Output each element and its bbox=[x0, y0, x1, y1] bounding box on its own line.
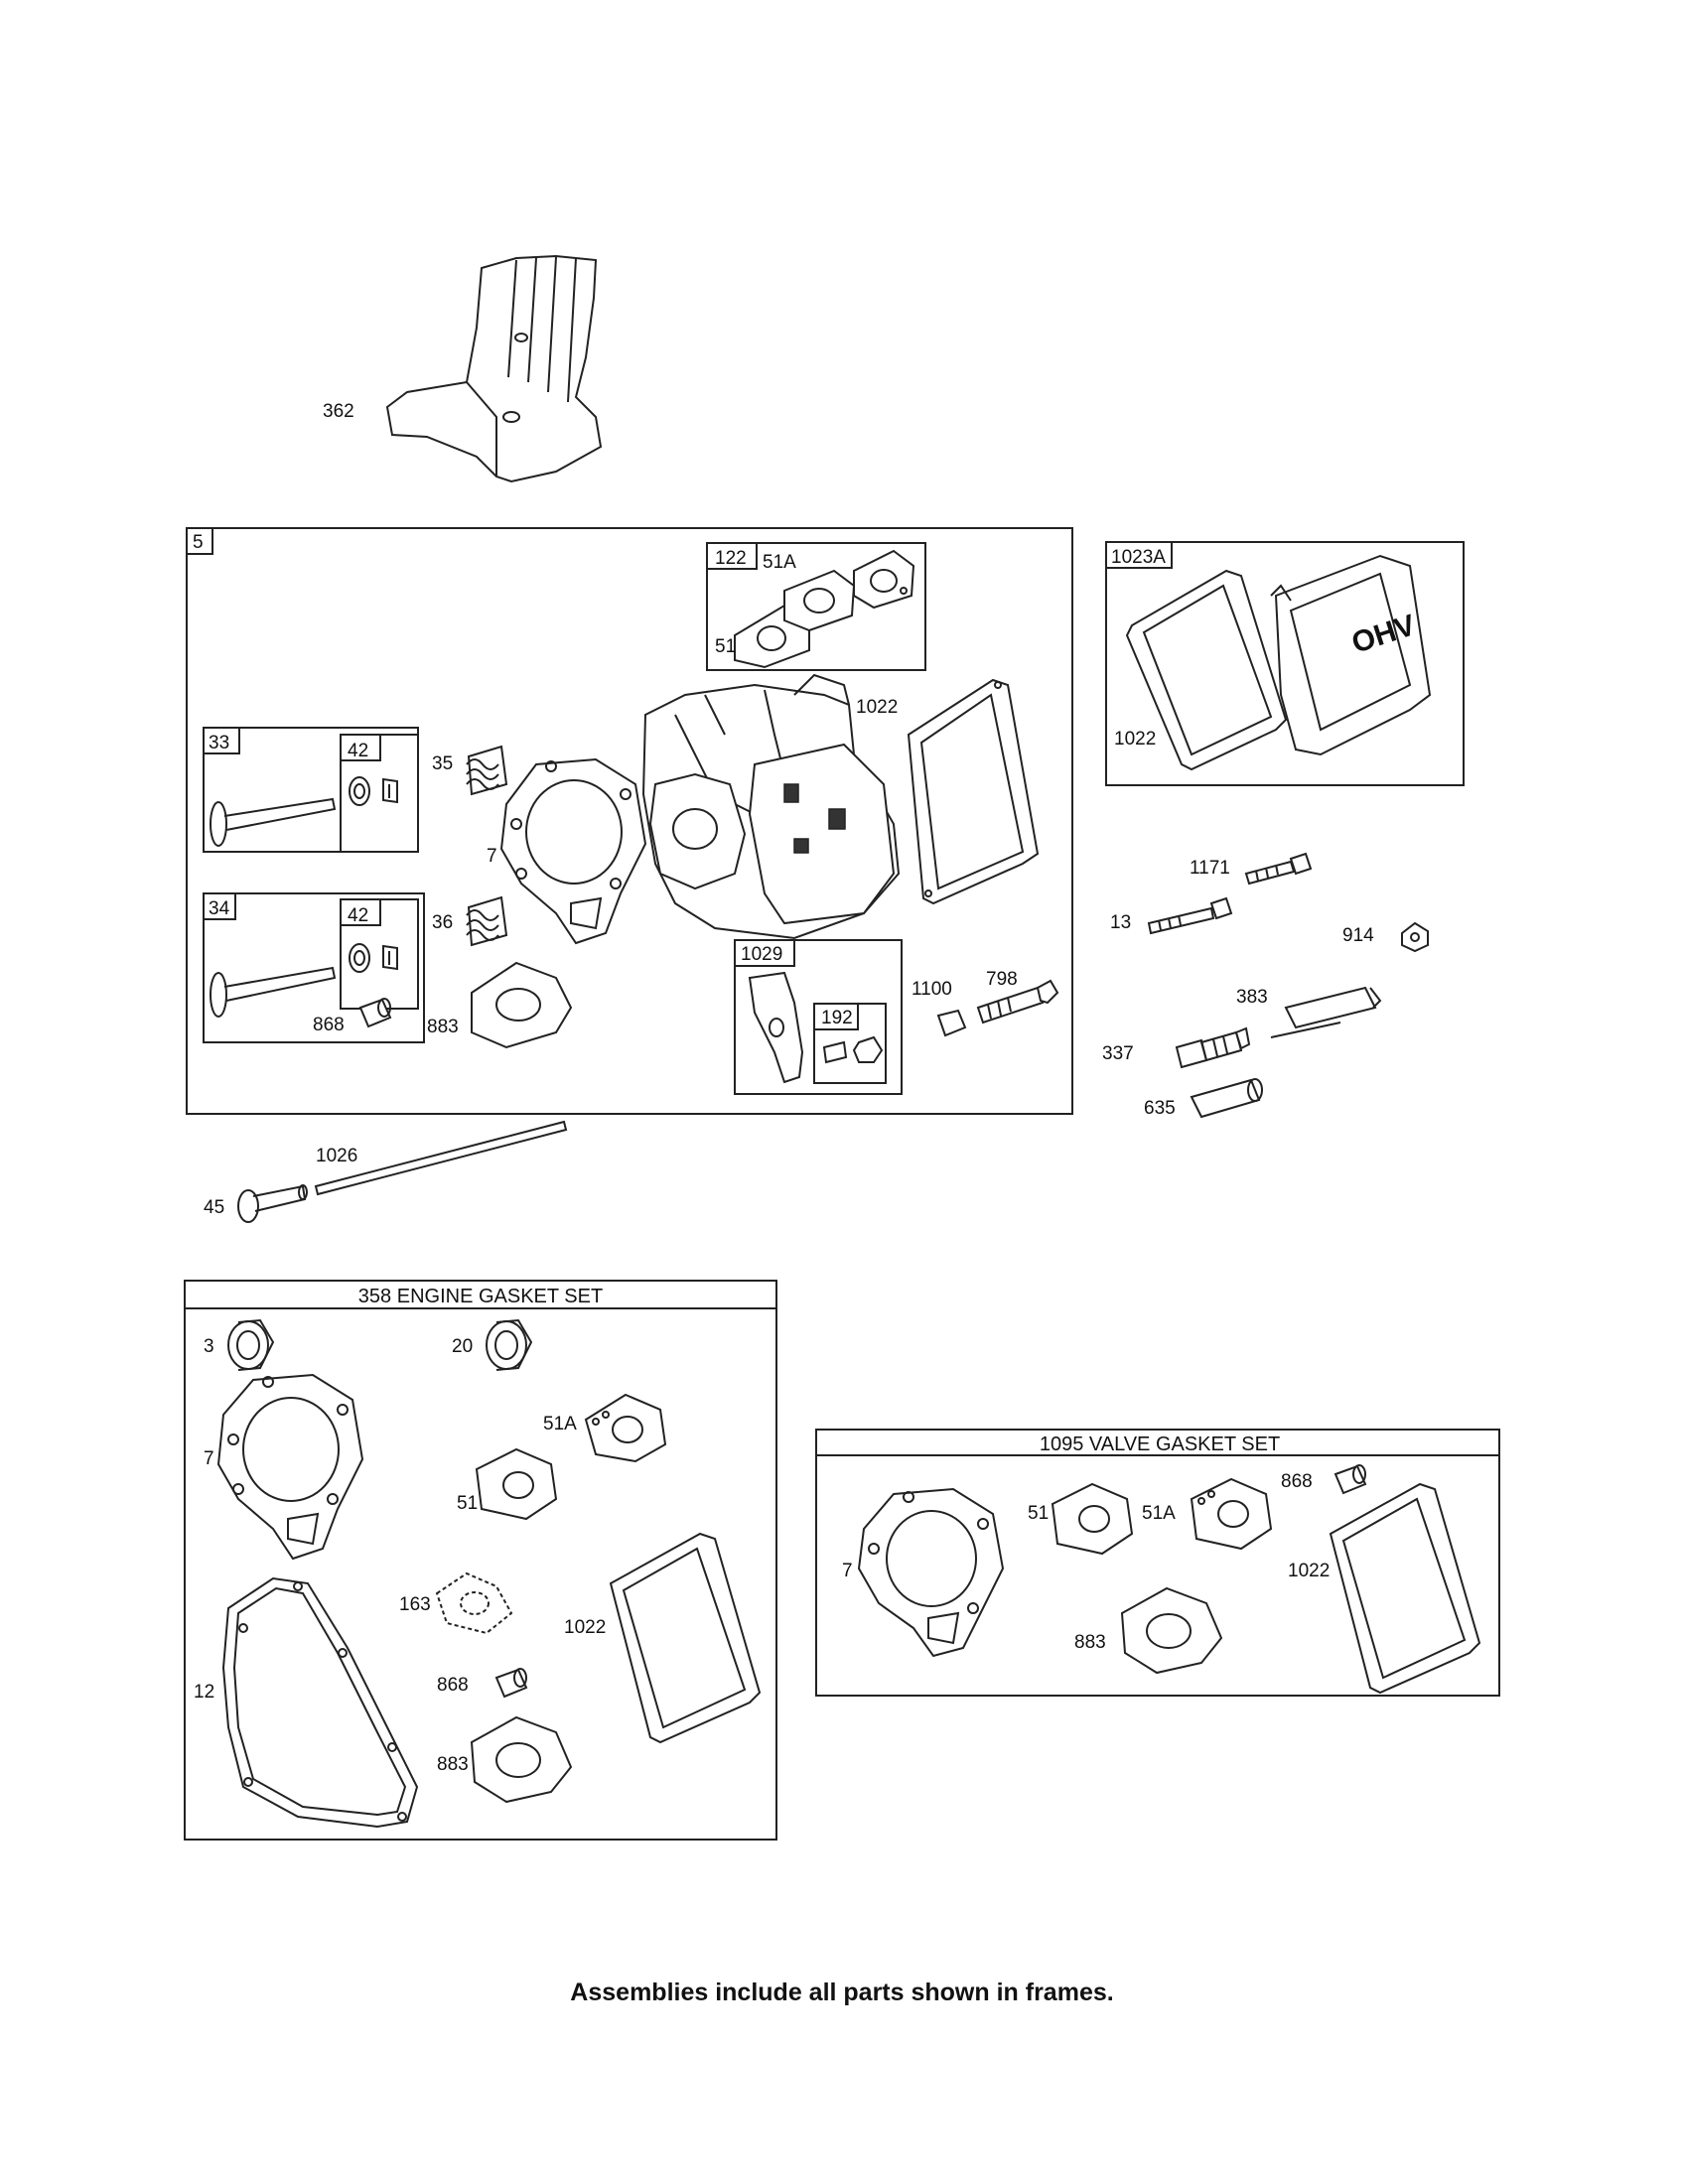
label-337: 337 bbox=[1102, 1043, 1134, 1064]
label-7-head: 7 bbox=[487, 846, 497, 867]
label-798: 798 bbox=[986, 969, 1018, 990]
label-163: 163 bbox=[399, 1594, 431, 1615]
frame-label-33: 33 bbox=[209, 733, 229, 753]
label-383: 383 bbox=[1236, 987, 1268, 1008]
frame-title-engine-gasket-set: 358 ENGINE GASKET SET bbox=[358, 1286, 603, 1307]
label-36: 36 bbox=[432, 912, 453, 933]
rocker-cover-gasket-1022-valve-set bbox=[1329, 1482, 1481, 1695]
spark-plug-wrench-383 bbox=[1270, 986, 1382, 1038]
rocker-stud-798 bbox=[976, 979, 1059, 1024]
breather-914 bbox=[1401, 921, 1429, 953]
push-rod-1026 bbox=[314, 1120, 568, 1196]
frame-label-34: 34 bbox=[209, 898, 230, 919]
frame-label-42-b: 42 bbox=[348, 905, 368, 926]
spark-plug-337 bbox=[1175, 1026, 1251, 1069]
head-gasket-7-set bbox=[216, 1373, 364, 1561]
valve-seal-635 bbox=[1190, 1078, 1263, 1119]
oil-seal-20 bbox=[486, 1318, 533, 1371]
frame-exhaust-valve bbox=[203, 727, 419, 853]
intake-gasket-51-set bbox=[475, 1447, 558, 1521]
label-35: 35 bbox=[432, 753, 453, 774]
frame-intake-gaskets bbox=[706, 542, 926, 671]
valve-tappet-45 bbox=[237, 1184, 308, 1223]
frame-label-1023A: 1023A bbox=[1111, 547, 1166, 568]
intake-gasket-51A-valve-set bbox=[1190, 1477, 1273, 1551]
label-51A-head: 51A bbox=[763, 552, 796, 573]
frame-engine-gasket-set bbox=[184, 1280, 777, 1841]
label-51-set: 51 bbox=[457, 1493, 478, 1514]
label-3: 3 bbox=[204, 1336, 214, 1357]
label-362: 362 bbox=[323, 401, 354, 422]
exhaust-valve-33 bbox=[210, 776, 398, 847]
valve-seal-868-valve-set bbox=[1333, 1464, 1367, 1495]
head-gasket-7 bbox=[499, 757, 647, 945]
push-rod-guide-1100 bbox=[936, 1009, 967, 1037]
exhaust-gasket-883-set bbox=[470, 1715, 573, 1804]
intake-gasket-51A-set bbox=[584, 1393, 667, 1463]
label-13: 13 bbox=[1110, 912, 1131, 933]
label-51A-valve-set: 51A bbox=[1142, 1503, 1176, 1524]
air-guide-362 bbox=[385, 254, 603, 483]
intake-gasket-51-valve-set bbox=[1051, 1482, 1134, 1556]
gasket-163 bbox=[435, 1571, 513, 1635]
valve-seal-868-set bbox=[494, 1668, 528, 1699]
label-1026: 1026 bbox=[316, 1146, 357, 1166]
label-7-set: 7 bbox=[204, 1448, 214, 1469]
label-20: 20 bbox=[452, 1336, 473, 1357]
frame-cylinder-head-assembly bbox=[186, 527, 1073, 1115]
intake-valve-34 bbox=[210, 943, 398, 1028]
label-1022-head: 1022 bbox=[856, 697, 898, 718]
oil-seal-3 bbox=[227, 1318, 275, 1371]
intake-gaskets-51-51A bbox=[734, 549, 915, 669]
label-868-head: 868 bbox=[313, 1015, 345, 1035]
exhaust-gasket-883 bbox=[471, 961, 573, 1049]
frame-valve-cover bbox=[1105, 541, 1465, 786]
frame-rocker-arm bbox=[734, 939, 903, 1095]
frame-label-1029: 1029 bbox=[741, 944, 782, 965]
label-51A-set: 51A bbox=[543, 1414, 577, 1434]
head-gasket-7-valve-set bbox=[857, 1487, 1005, 1658]
valve-cover-1023A bbox=[1270, 554, 1432, 756]
label-635: 635 bbox=[1144, 1098, 1176, 1119]
label-51-valve-set: 51 bbox=[1028, 1503, 1049, 1524]
rocker-cover-gasket-1022-set bbox=[609, 1532, 762, 1744]
exhaust-gasket-883-valve-set bbox=[1120, 1586, 1223, 1675]
label-1171: 1171 bbox=[1190, 858, 1230, 879]
label-1100: 1100 bbox=[912, 979, 952, 1000]
frame-label-192: 192 bbox=[821, 1008, 853, 1028]
label-883-head: 883 bbox=[427, 1017, 459, 1037]
label-51-head: 51 bbox=[715, 636, 736, 657]
valve-spring-35 bbox=[466, 745, 508, 796]
frame-label-42-a: 42 bbox=[348, 741, 368, 761]
label-1022-valve-set: 1022 bbox=[1288, 1561, 1330, 1581]
frame-label-5: 5 bbox=[193, 532, 204, 553]
cylinder-head-casting bbox=[641, 673, 901, 940]
label-883-valve-set: 883 bbox=[1074, 1632, 1106, 1653]
label-1022-cover: 1022 bbox=[1114, 729, 1156, 750]
label-868-valve-set: 868 bbox=[1281, 1471, 1313, 1492]
crankcase-gasket-12 bbox=[221, 1576, 419, 1829]
rocker-cover-gasket-1022 bbox=[907, 678, 1040, 905]
footer-note: Assemblies include all parts shown in fr… bbox=[570, 1979, 1113, 2006]
bolt-13 bbox=[1147, 896, 1233, 935]
label-883-set: 883 bbox=[437, 1754, 469, 1775]
frame-valve-gasket-set bbox=[815, 1429, 1500, 1697]
frame-title-valve-gasket-set: 1095 VALVE GASKET SET bbox=[1040, 1433, 1280, 1455]
label-12: 12 bbox=[194, 1682, 214, 1703]
valve-cover-gasket-1022 bbox=[1125, 569, 1288, 771]
label-914: 914 bbox=[1342, 925, 1374, 946]
label-45: 45 bbox=[204, 1197, 224, 1218]
label-868-set: 868 bbox=[437, 1675, 469, 1696]
label-1022-set: 1022 bbox=[564, 1617, 606, 1638]
rocker-arm-1029 bbox=[748, 971, 884, 1084]
label-7-valve-set: 7 bbox=[842, 1561, 853, 1581]
valve-spring-36 bbox=[466, 895, 508, 947]
breather-stud-1171 bbox=[1244, 852, 1313, 886]
frame-label-122: 122 bbox=[715, 548, 747, 569]
